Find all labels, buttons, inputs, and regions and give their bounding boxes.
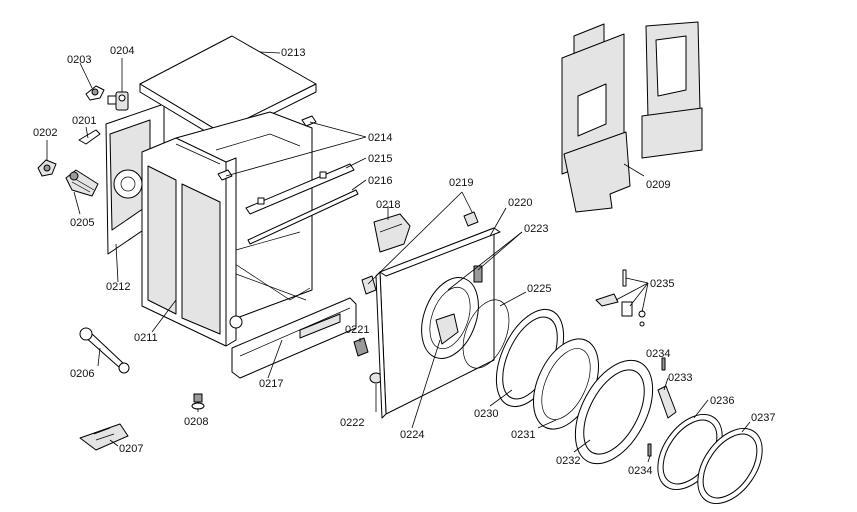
part-0208-foot [191,393,205,410]
label-0223: 0223 [524,223,548,235]
label-0222: 0222 [340,417,364,429]
part-0216-rail [247,189,359,245]
label-0206: 0206 [70,368,94,380]
part-0233-handle [657,385,677,419]
label-0212: 0212 [106,281,130,293]
label-0215: 0215 [368,153,392,165]
label-0224: 0224 [400,429,424,441]
part-0218-door-lock [373,213,411,253]
label-0221: 0221 [345,324,369,336]
part-0221-hinge [353,337,369,357]
part-0205-pump-motor [65,169,99,197]
part-0234-pin-top [661,357,666,371]
part-0232-outer-ring [574,359,654,465]
part-0211-cabinet [141,111,313,347]
label-0208: 0208 [184,416,208,428]
part-0234-pin-bottom [647,443,652,457]
label-0235: 0235 [650,278,674,290]
part-0215-rail [245,163,355,215]
label-0233: 0233 [668,372,692,384]
label-0234-bottom: 0234 [628,465,652,477]
label-0205: 0205 [70,217,94,229]
part-0223-screw-left [361,275,377,295]
label-0207: 0207 [119,443,143,455]
label-0203: 0203 [67,54,91,66]
part-0237-door-ring [697,428,763,504]
label-0201: 0201 [72,115,96,127]
part-0219-clip [463,211,479,227]
part-0204-valve [107,91,129,111]
label-0216: 0216 [368,175,392,187]
part-0201-bracket [78,129,101,145]
label-0232: 0232 [556,455,580,467]
leader-lines [46,51,751,463]
label-0209: 0209 [646,179,670,191]
label-0231: 0231 [511,429,535,441]
part-0235-hinge-parts [595,269,646,327]
label-0234-top: 0234 [646,348,670,360]
label-0213: 0213 [281,47,305,59]
part-labels: 0203 0204 0201 0202 0205 0212 0213 0214 … [33,45,775,477]
label-0218: 0218 [376,199,400,211]
part-0225-gasket [462,299,510,369]
label-0220: 0220 [508,197,532,209]
part-0224-front-panel [375,227,501,419]
label-0237: 0237 [751,412,775,424]
part-0207-bracket [79,423,129,451]
part-0202-switch [37,159,57,177]
label-0217: 0217 [259,378,283,390]
label-0214: 0214 [368,132,392,144]
label-0236: 0236 [710,395,734,407]
part-0206-wrench [79,327,130,374]
label-0202: 0202 [33,127,57,139]
part-0214-clips [217,115,317,181]
label-0219: 0219 [449,177,473,189]
label-0230: 0230 [474,408,498,420]
part-0209-insulation [561,21,703,213]
label-0211: 0211 [134,332,158,344]
part-0217-plinth [231,297,357,379]
label-0225: 0225 [527,283,551,295]
part-0203-knob [85,85,105,101]
label-0204: 0204 [110,45,134,57]
